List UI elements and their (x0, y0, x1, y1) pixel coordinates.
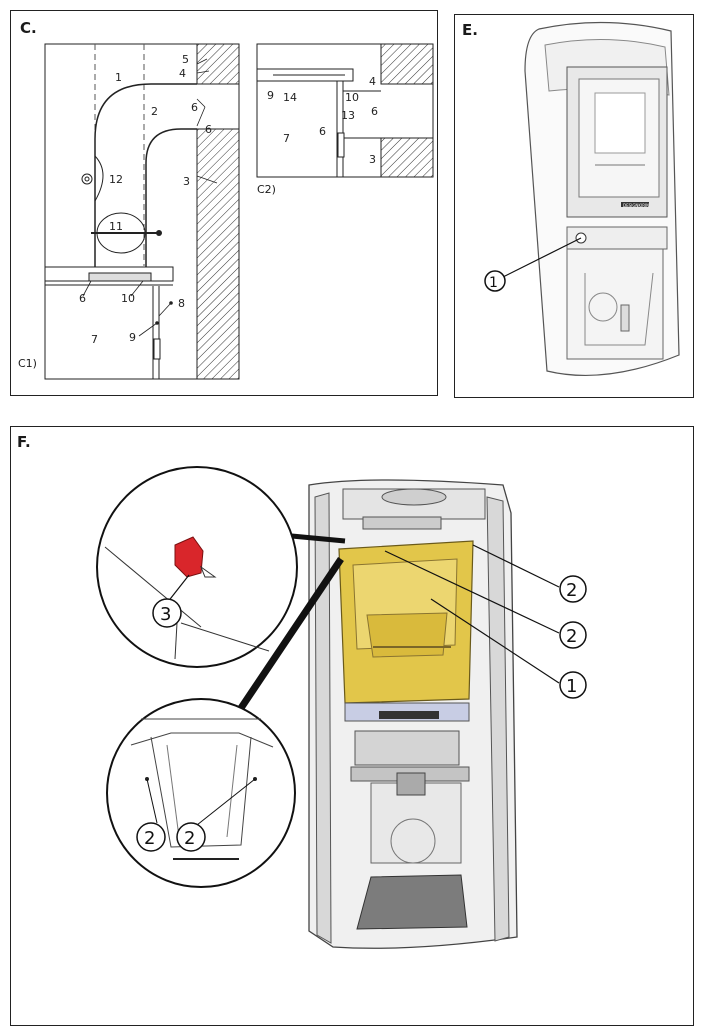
svg-text:2: 2 (566, 580, 577, 601)
c2-num-6a: 6 (371, 105, 378, 118)
c2-num-7: 7 (283, 132, 290, 145)
zoom-callout-3: 3 (152, 598, 182, 628)
c2-wall-lower (380, 137, 434, 178)
red-bracket (174, 536, 204, 578)
c2-num-3: 3 (369, 153, 376, 166)
base-plate (356, 874, 468, 930)
c1-num-12: 12 (109, 173, 123, 186)
zoom-callout-2a: 2 (136, 822, 166, 852)
c1-num-10: 10 (121, 292, 135, 305)
c2-frame (256, 43, 434, 178)
c1-num-6b: 6 (79, 292, 86, 305)
c1-num-9: 9 (129, 331, 136, 344)
zoom-callout-2b: 2 (176, 822, 206, 852)
screw-12 (81, 173, 93, 185)
panel-e: E. DESIGNKIRIN 1 (454, 14, 694, 398)
c2-wall-upper (380, 43, 434, 85)
c1-num-6c: 6 (205, 123, 212, 136)
panel-e-stove: DESIGNKIRIN 1 (484, 21, 680, 377)
c2-num-14: 14 (283, 91, 297, 104)
c2-sublabel: C2) (257, 183, 276, 196)
c1-sublabel: C1) (18, 357, 37, 370)
svg-text:3: 3 (160, 604, 171, 625)
panel-f-label: F. (17, 433, 31, 451)
c1-num-2: 2 (151, 105, 158, 118)
c2-num-6b: 6 (319, 125, 326, 138)
c1-num-1: 1 (115, 71, 122, 84)
svg-text:2: 2 (184, 828, 195, 849)
c2-num-9: 9 (267, 89, 274, 102)
panel-c-drawing: 1 2 3 4 5 6 6 6 7 8 9 10 11 12 9 14 10 4… (44, 43, 434, 380)
f-callout-1: 1 (559, 671, 587, 699)
e-callout-1: 1 (484, 270, 506, 292)
panel-e-label: E. (462, 21, 478, 39)
brand-plate (621, 202, 649, 207)
f-callout-2a: 2 (559, 575, 587, 603)
c2-num-10: 10 (345, 91, 359, 104)
svg-text:2: 2 (566, 626, 577, 647)
wall-lower (196, 128, 240, 380)
wall-upper (196, 43, 240, 85)
panel-f: F. 2 2 (10, 426, 694, 1026)
cover-12 (94, 155, 104, 202)
panel-c-label: C. (20, 19, 37, 37)
c1-num-6a: 6 (191, 101, 198, 114)
flue-collar (381, 488, 447, 506)
c1-num-11: 11 (109, 220, 123, 233)
brand-plate-text: DESIGNKIRIN (623, 203, 649, 208)
c1-num-4: 4 (179, 67, 186, 80)
elbow-inner (145, 128, 197, 269)
panel-f-drawing: 2 2 1 3 (96, 466, 587, 949)
c1-num-3: 3 (183, 175, 190, 188)
f-callout-2b: 2 (559, 621, 587, 649)
panel-c: C. C1) C2) (10, 10, 438, 396)
lower-compartment (566, 248, 664, 360)
c2-num-4: 4 (369, 75, 376, 88)
svg-text:2: 2 (144, 828, 155, 849)
c1-num-7: 7 (91, 333, 98, 346)
svg-text:1: 1 (489, 275, 498, 291)
c1-num-8: 8 (178, 297, 185, 310)
svg-text:1: 1 (566, 676, 577, 697)
c2-num-13: 13 (341, 109, 355, 122)
elbow-outer (94, 83, 197, 269)
c1-num-5: 5 (182, 53, 189, 66)
